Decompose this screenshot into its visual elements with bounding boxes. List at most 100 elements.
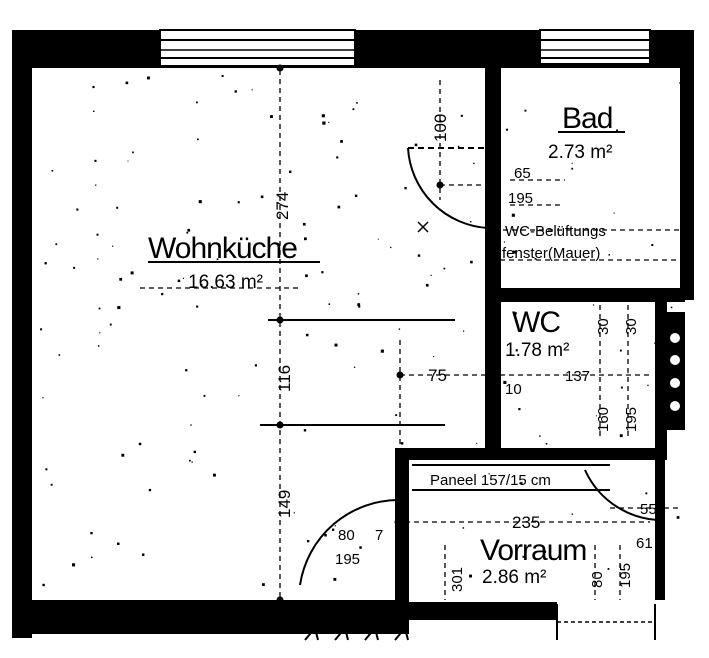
speckle (328, 303, 331, 305)
speckle (473, 162, 475, 165)
dim-235: 235 (512, 513, 540, 532)
wall-left (12, 30, 32, 638)
wall-bath-wc (485, 288, 685, 302)
speckle (73, 266, 76, 269)
speckle (237, 201, 240, 204)
speckle (414, 143, 418, 147)
shaft-vent-2 (668, 353, 682, 367)
dim-30-b: 30 (623, 318, 640, 335)
speckle (571, 513, 573, 515)
speckle (357, 293, 360, 295)
speckle (543, 550, 547, 553)
dim-80: 80 (338, 527, 355, 544)
dim-301: 301 (449, 567, 466, 592)
dim-10: 10 (505, 381, 522, 398)
speckle (198, 200, 202, 204)
room-labels: Wohnküche 16.63 m² Bad 2.73 m² WC 1.78 m… (148, 102, 625, 588)
room-name-wohnkueche: Wohnküche (148, 232, 297, 265)
room-area-bad: 2.73 m² (548, 142, 612, 163)
speckle (645, 492, 648, 495)
speckle (522, 555, 525, 558)
speckle (651, 244, 654, 246)
dim-30-a: 30 (595, 318, 612, 335)
speckle (127, 160, 129, 162)
speckle (196, 101, 198, 104)
speckle (433, 356, 435, 358)
door-entrance (584, 469, 666, 522)
speckle (303, 429, 307, 432)
dim-160: 160 (595, 407, 612, 432)
speckle (619, 434, 623, 438)
room-area-vorraum: 2.86 m² (482, 567, 546, 588)
speckle (417, 254, 421, 257)
speckle (460, 114, 463, 117)
wall-bottom-left (12, 600, 407, 634)
room-area-wohnkueche: 16.63 m² (188, 272, 263, 293)
speckle (356, 102, 358, 104)
speckle (596, 415, 597, 417)
speckle (357, 303, 361, 306)
dim-149: 149 (275, 490, 294, 518)
speckle (55, 243, 58, 246)
speckle (125, 81, 129, 85)
speckle (305, 274, 308, 278)
speckle (304, 237, 307, 241)
speckle (539, 435, 541, 437)
note-paneel: Paneel 157/15 cm (430, 472, 551, 489)
speckle (97, 345, 100, 347)
window-kitchen (159, 29, 356, 67)
speckle (654, 342, 656, 344)
speckle (524, 109, 527, 112)
speckle (354, 194, 358, 197)
wall-vorraum-top (395, 448, 665, 460)
speckle (470, 260, 473, 264)
speckle (476, 442, 478, 444)
dim-55: 55 (640, 501, 657, 518)
speckle (534, 257, 537, 260)
speckle (620, 386, 623, 389)
speckle (470, 221, 472, 223)
speckle (302, 222, 306, 226)
dimension-labels: 100 274 65 195 116 75 30 30 137 10 160 1… (273, 114, 657, 592)
dim-7: 7 (375, 527, 383, 544)
speckle (545, 443, 548, 445)
speckle (324, 533, 327, 537)
speckle (221, 75, 224, 77)
dim-195-bad: 195 (508, 190, 533, 207)
speckle (322, 121, 326, 125)
speckle (503, 380, 507, 384)
speckle (469, 574, 472, 578)
speckle (270, 115, 273, 118)
speckle (443, 267, 446, 270)
speckle (117, 542, 120, 545)
speckle (238, 395, 240, 397)
speckle (592, 304, 595, 306)
speckle (138, 442, 142, 446)
wall-right (680, 30, 694, 300)
speckle (196, 305, 199, 308)
speckle (203, 394, 206, 397)
speckle (44, 262, 47, 265)
speckle (515, 349, 518, 352)
speckle (321, 271, 324, 274)
speckle (334, 343, 338, 347)
speckle (289, 170, 292, 173)
speckle (333, 577, 337, 581)
stair-marks (304, 625, 409, 641)
dim-137: 137 (565, 368, 590, 385)
speckle (262, 583, 265, 586)
room-name-wc: WC (512, 306, 560, 339)
door-bath (407, 147, 489, 229)
speckle (328, 121, 330, 123)
speckle (377, 238, 379, 240)
ventilation-shaft (665, 312, 685, 430)
speckle (93, 110, 95, 112)
speckle (404, 187, 407, 190)
speckle (132, 151, 134, 154)
speckle (334, 525, 336, 527)
speckle (147, 76, 150, 80)
speckle (58, 354, 61, 356)
speckle (185, 369, 188, 372)
dim-195-door: 195 (335, 551, 360, 568)
